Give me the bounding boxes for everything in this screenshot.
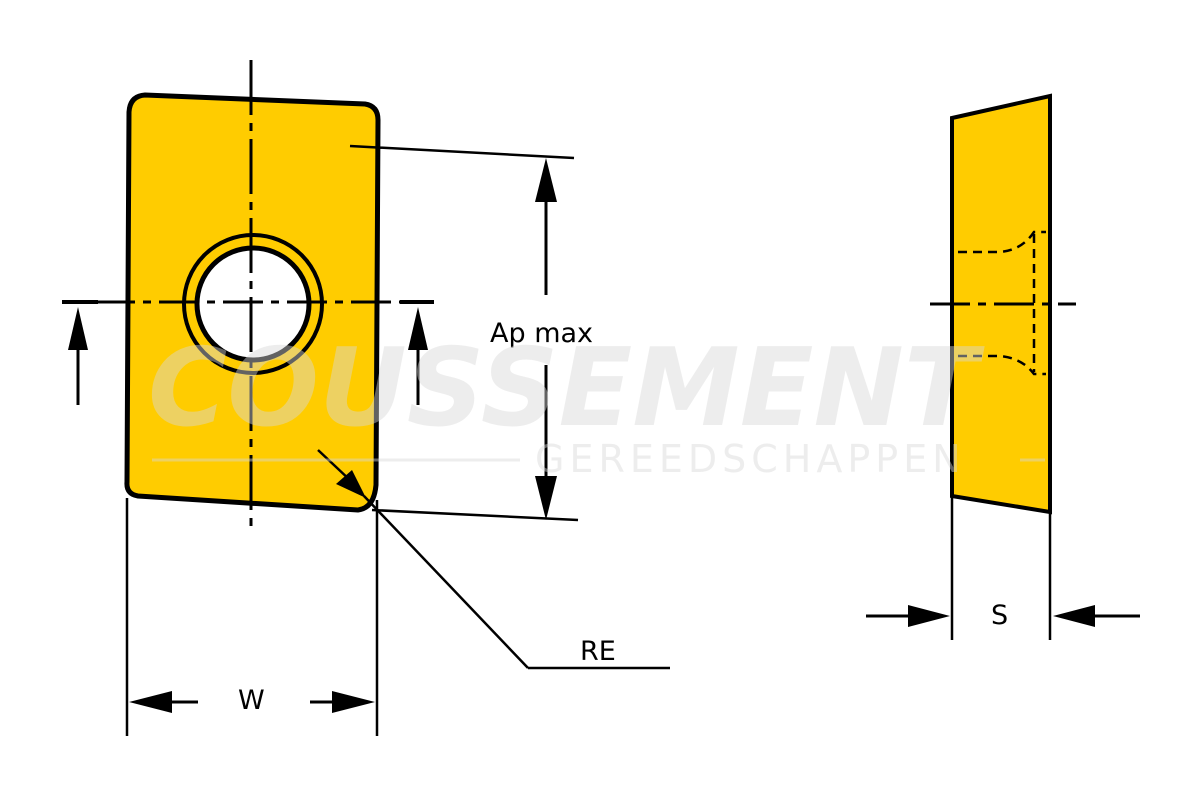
s-left-arrowhead — [908, 605, 950, 627]
watermark: COUSSEMENT GEREEDSCHAPPEN — [148, 326, 1045, 481]
ap-max-lower-extension — [371, 508, 579, 522]
left-center-arrowhead — [68, 307, 88, 350]
hidden-hole-lower — [958, 354, 1046, 376]
s-right-arrowhead — [1053, 605, 1095, 627]
re-leader-diagonal — [363, 495, 529, 669]
hidden-hole-upper — [958, 230, 1046, 254]
w-right-arrowhead — [332, 691, 375, 713]
mounting-hole — [194, 245, 312, 363]
w-label: W — [238, 685, 265, 716]
front-view — [62, 60, 434, 530]
right-center-arrowhead — [408, 307, 428, 350]
s-label: S — [991, 600, 1008, 631]
w-left-arrowhead — [129, 691, 172, 713]
ap-max-label: Ap max — [490, 318, 593, 349]
re-label: RE — [580, 636, 616, 667]
ap-max-dimension: Ap max — [349, 144, 593, 522]
mounting-hole-counterbore — [182, 233, 324, 375]
w-dimension: W — [125, 498, 379, 736]
ap-max-upper-arrowhead — [535, 158, 557, 202]
s-dimension: S — [866, 496, 1140, 640]
watermark-brand: COUSSEMENT — [148, 326, 985, 451]
re-arrowhead — [336, 470, 366, 498]
watermark-tagline: GEREEDSCHAPPEN — [535, 437, 966, 481]
ap-max-upper-extension — [349, 144, 575, 160]
ap-max-lower-arrowhead — [535, 476, 557, 520]
corner-radius-leader: RE — [317, 449, 670, 670]
